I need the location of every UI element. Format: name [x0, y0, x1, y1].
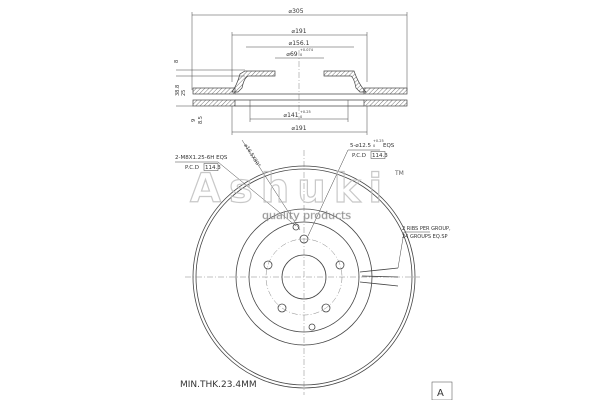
bolt-hole — [321, 303, 331, 313]
ribs-line1: 2 RIBS PER GROUP, — [402, 226, 451, 232]
dim-141: ⌀141 — [283, 112, 298, 119]
threaded-hole — [308, 323, 316, 331]
min-thickness-note: MIN.THK.23.4MM — [180, 380, 257, 390]
rib-detail — [359, 267, 399, 287]
plate-right-top — [363, 87, 408, 95]
chamfer-callout: ⌀16.5X90° — [242, 143, 261, 169]
section-view: ⌀305 ⌀191 ⌀156.1 ⌀69 +0.074 0 8 38.8 25 … — [174, 8, 408, 135]
dim-bore-tol-upper: +0.074 — [300, 48, 314, 52]
bolt-callout: 5-⌀12.5 — [350, 143, 372, 149]
bolt-pcd-label: P.C.D — [352, 153, 366, 159]
bolt-pcd-value: 114.3 — [372, 153, 388, 159]
dim-38-8: 38.8 — [175, 85, 181, 96]
hat-left — [231, 70, 276, 93]
bolt-tol-upper: +0.25 — [373, 139, 384, 143]
watermark-tm: TM — [394, 170, 404, 177]
dim-156: ⌀156.1 — [289, 40, 310, 47]
dim-9: 9 — [191, 119, 197, 122]
dim-bottom-191: ⌀191 — [291, 125, 306, 132]
watermark-tagline: quality products — [262, 209, 351, 222]
dim-8-5: 8.5 — [198, 116, 204, 124]
dim-8: 8 — [174, 60, 180, 63]
watermark-brand: Ashuki — [190, 166, 390, 212]
plan-view: 2-M8X1.25-6H EQS P.C.D 114.3 ⌀16.5X90° 5… — [175, 139, 451, 395]
bolt-hole — [299, 234, 309, 244]
dim-bore: ⌀69 — [286, 51, 297, 58]
sheet-box — [431, 381, 453, 400]
ashuki-watermark-logo: Ashuki quality products TM — [189, 165, 404, 222]
bolt-holes — [263, 223, 345, 331]
thread-pcd-label: P.C.D — [185, 165, 199, 171]
bolt-hole — [263, 260, 273, 270]
bolt-tol-lower: 0 — [373, 144, 375, 148]
plate-left-top — [192, 87, 236, 95]
sheet-label: A — [437, 388, 444, 399]
dim-25: 25 — [181, 90, 187, 96]
dim-141-tol-upper: +0.25 — [300, 110, 311, 114]
dim-141-tol-lower: 0 — [300, 115, 302, 119]
bolt-hole — [277, 303, 287, 313]
ribs-line2: 24 GROUPS EQ.SP — [402, 234, 448, 240]
dim-bore-tol-lower: 0 — [300, 53, 302, 57]
thread-callout: 2-M8X1.25-6H EQS — [175, 155, 228, 161]
dim-top-191: ⌀191 — [291, 28, 306, 35]
plate-left-bottom — [192, 99, 236, 107]
hat-right — [323, 70, 367, 93]
bolt-eqs: EQS — [383, 143, 395, 149]
plate-right-bottom — [363, 99, 408, 107]
dim-outer: ⌀305 — [288, 8, 303, 15]
bolt-hole — [335, 260, 345, 270]
thread-pcd-value: 114.3 — [205, 165, 221, 171]
